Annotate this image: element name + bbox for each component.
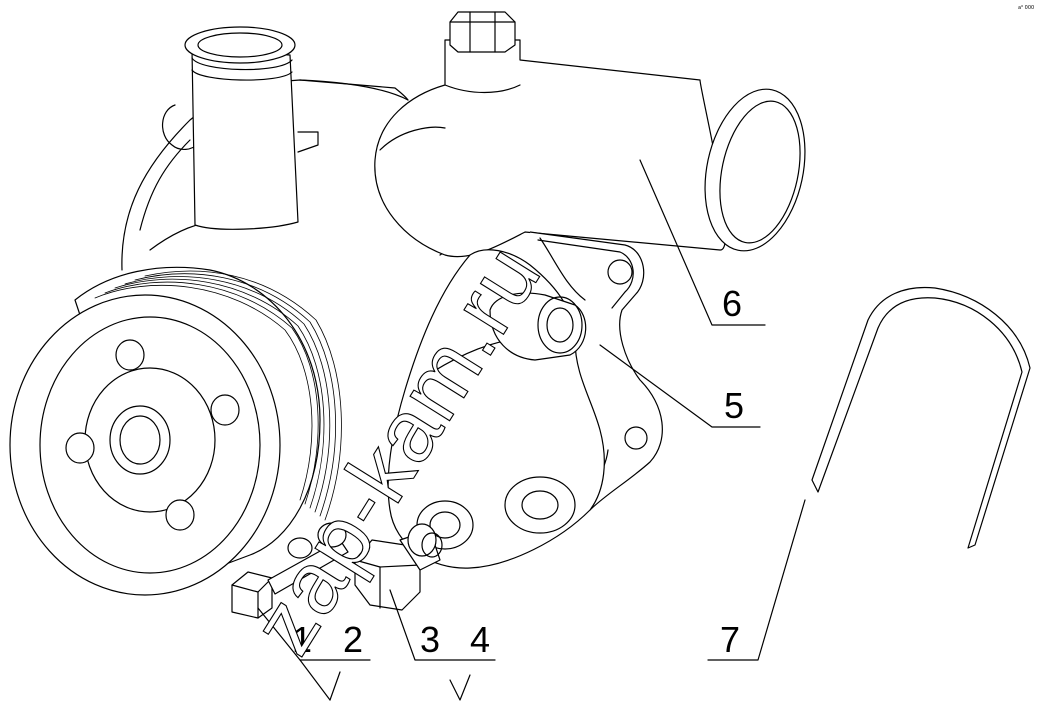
callout-6: 6 xyxy=(722,283,742,324)
corner-mark: a⁰ 000 xyxy=(1018,5,1034,11)
inlet-pipe xyxy=(184,26,319,230)
callout-labels: 1 2 3 4 5 6 7 xyxy=(292,283,744,660)
outlet-elbow-pipe xyxy=(374,11,806,258)
spacer-4 xyxy=(407,523,443,558)
drive-belt xyxy=(811,286,1031,549)
washer-2 xyxy=(287,522,347,559)
pump-body xyxy=(387,249,605,569)
pulley xyxy=(9,266,342,596)
callout-4: 4 xyxy=(470,619,490,660)
callout-1: 1 xyxy=(292,619,312,660)
callout-2: 2 xyxy=(343,619,363,660)
callout-3: 3 xyxy=(420,619,440,660)
callout-7: 7 xyxy=(720,619,740,660)
leader-lines xyxy=(257,159,806,701)
bolt-1 xyxy=(231,539,349,619)
callout-5: 5 xyxy=(724,385,744,426)
